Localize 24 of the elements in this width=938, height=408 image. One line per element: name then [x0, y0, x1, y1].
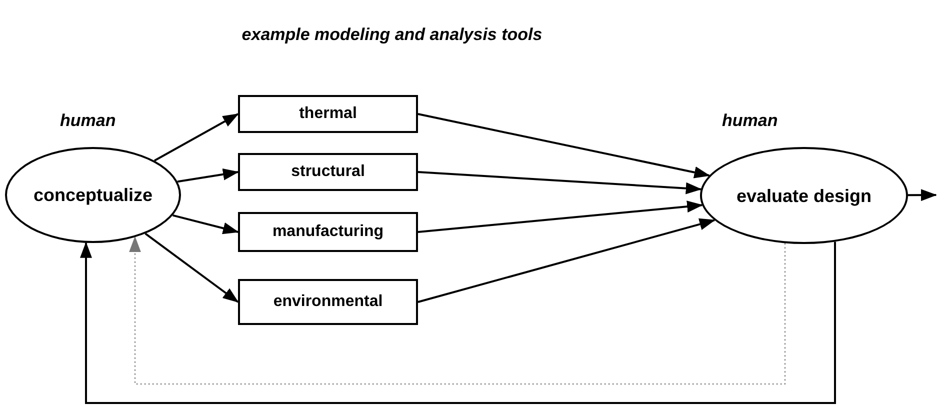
node-label: evaluate design — [736, 184, 872, 206]
role-label: human — [60, 110, 116, 132]
diagram-title: example modeling and analysis tools — [240, 24, 544, 46]
arrow — [154, 113, 239, 162]
tool-box — [238, 212, 418, 252]
tool-box — [238, 279, 418, 325]
node-label: environmental — [273, 292, 383, 312]
arrow — [80, 242, 836, 404]
arrow — [418, 200, 704, 233]
node-label: thermal — [299, 104, 357, 124]
arrow — [172, 214, 239, 234]
node-label: conceptualize — [33, 184, 153, 206]
arrow — [418, 171, 702, 194]
arrow — [144, 232, 239, 303]
node-label: structural — [291, 162, 365, 182]
arrow — [177, 168, 239, 183]
arrow — [418, 113, 710, 178]
tool-box — [238, 153, 418, 191]
role-label: human — [722, 110, 778, 132]
tool-box — [238, 95, 418, 133]
node-label: manufacturing — [272, 222, 384, 242]
arrow — [418, 218, 716, 303]
dotted-arrow — [129, 236, 786, 384]
arrow — [908, 189, 937, 202]
